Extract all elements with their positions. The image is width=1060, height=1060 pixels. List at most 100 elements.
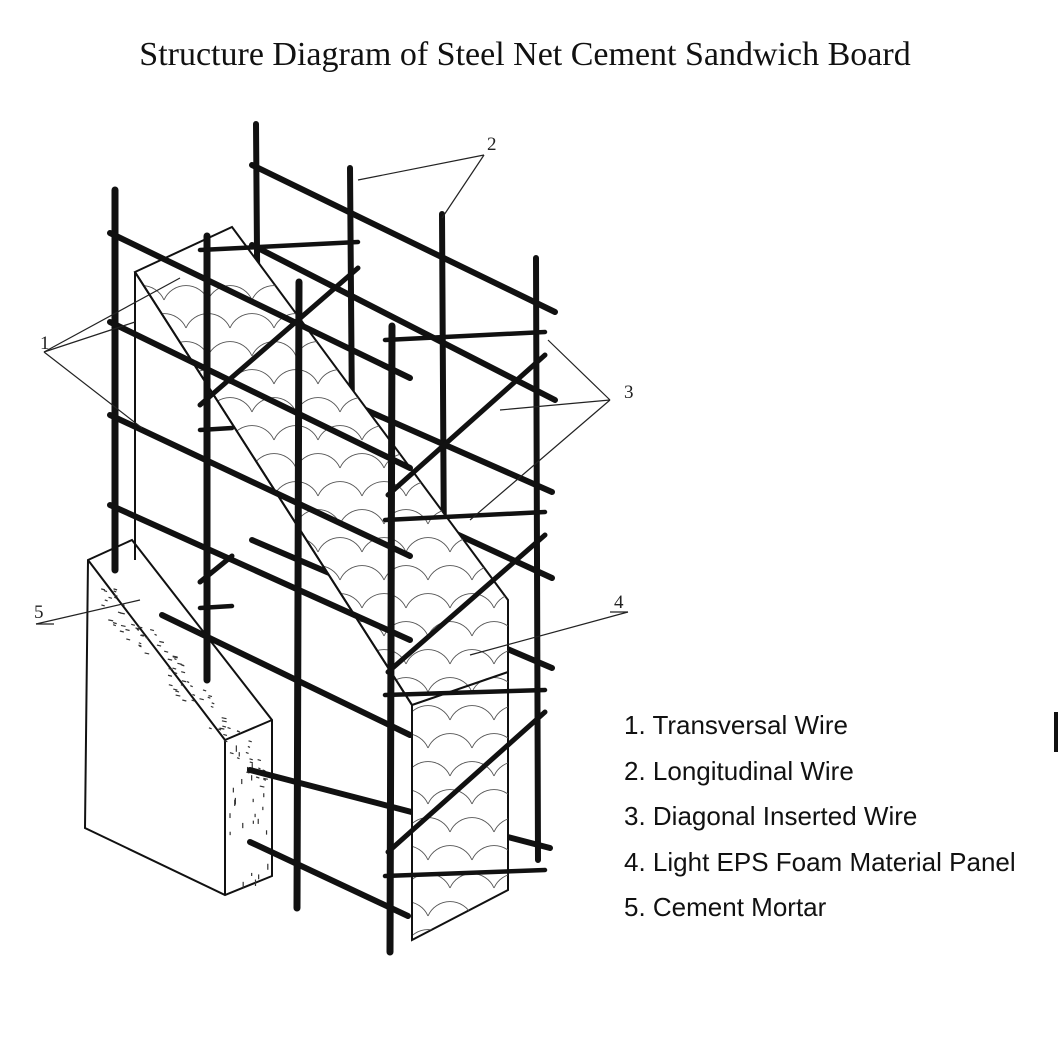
foam-bead [471,733,508,749]
foam-bead [141,929,187,940]
foam-bead [361,761,407,777]
mortar-speck [172,656,178,659]
foam-bead [163,509,209,525]
foam-bead [339,845,385,861]
mortar-speck [122,604,125,607]
foam-bead [251,901,297,917]
diagonal-inserted-wire [385,532,548,675]
mortar-speck [120,624,126,628]
mortar-texture [101,588,269,889]
mortar-speck [101,588,106,591]
foam-bead [493,649,508,665]
foam-bead [251,397,297,413]
transversal-wire [247,839,411,919]
mortar-speck [227,726,231,730]
legend-item-diagonal-wire: 3. Diagonal Inserted Wire [624,801,918,831]
mortar-speck [229,752,234,755]
diagonal-inserted-wires [197,239,548,879]
foam-bead [405,537,451,553]
foam-bead [207,901,253,917]
foam-bead [383,285,429,301]
legend-item-transversal-wire: 1. Transversal Wire [624,710,848,740]
mortar-speck [126,638,131,641]
foam-bead [229,313,275,329]
callout-3: 3 [624,382,634,403]
diagonal-inserted-wire [385,352,548,498]
mortar-speck [223,733,228,737]
mortar-speck [113,596,117,599]
mortar-speck [174,672,178,675]
foam-bead [207,285,253,301]
foam-bead [317,929,363,940]
mortar-speck [135,627,140,630]
longitudinal-wire [439,211,447,563]
foam-bead [141,369,187,385]
foam-bead [229,929,275,940]
foam-bead [493,705,508,721]
mortar-speck [208,695,213,698]
foam-bead [493,817,508,833]
foam-bead [427,901,473,917]
longitudinal-wire [293,278,303,912]
mortar-speck [208,727,212,730]
mortar-speck [192,693,196,696]
mortar-speck [108,596,113,599]
foam-bead [427,621,473,637]
mortar-speck [181,671,186,674]
mortar-speck [263,777,268,780]
legend: 1. Transversal Wire 2. Longitudinal Wire… [624,706,1016,934]
mortar-speck [101,604,105,607]
callout-5: 5 [34,602,44,623]
foam-bead [339,733,385,749]
mortar-speck [175,694,181,697]
mortar-speck [137,626,143,629]
mortar-speck [125,628,130,632]
mortar-speck [258,767,261,770]
mortar-speck [167,674,173,677]
foam-bead [185,929,231,940]
mortar-speck [113,588,118,591]
cement-mortar-block [83,538,273,897]
diagonal-wire-stub [382,329,548,343]
foam-bead [427,845,473,861]
longitudinal-wire [533,255,541,863]
foam-bead [295,733,341,749]
mortar-speck [181,680,187,683]
foam-bead [449,481,495,497]
mortar-speck [249,758,253,761]
mortar-speck [103,589,108,593]
diagonal-wire-stub [382,867,548,879]
mortar-speck [207,696,211,699]
foam-bead [493,593,508,609]
mortar-speck [263,778,267,781]
foam-bead [229,593,275,609]
foam-bead [427,285,473,301]
foam-bead [317,481,363,497]
foam-bead [273,929,319,940]
mortar-speck [113,590,117,593]
longitudinal-wire [386,322,396,956]
mortar-speck [136,628,140,631]
foam-bead [295,901,341,917]
foam-bead [295,845,341,861]
foam-bead [295,621,341,637]
foam-bead [135,901,165,917]
mortar-speck [222,725,227,728]
diagonal-wire-stub [382,687,548,698]
foam-bead [427,397,473,413]
mortar-speck [172,667,177,670]
mortar-speck [174,658,177,661]
foam-bead [135,453,165,469]
foam-bead [339,453,385,469]
mortar-speck [245,751,249,755]
foam-bead [361,929,407,940]
legend-item-longitudinal-wire: 2. Longitudinal Wire [624,755,854,786]
foam-bead [207,621,253,637]
diagonal-wire-stub [197,603,235,611]
callout-labels: 1 2 3 4 5 [34,134,634,623]
mortar-speck [104,599,108,602]
mortar-speck [138,645,142,648]
mortar-speck [221,717,227,720]
foam-bead [207,341,253,357]
foam-bead [361,817,407,833]
